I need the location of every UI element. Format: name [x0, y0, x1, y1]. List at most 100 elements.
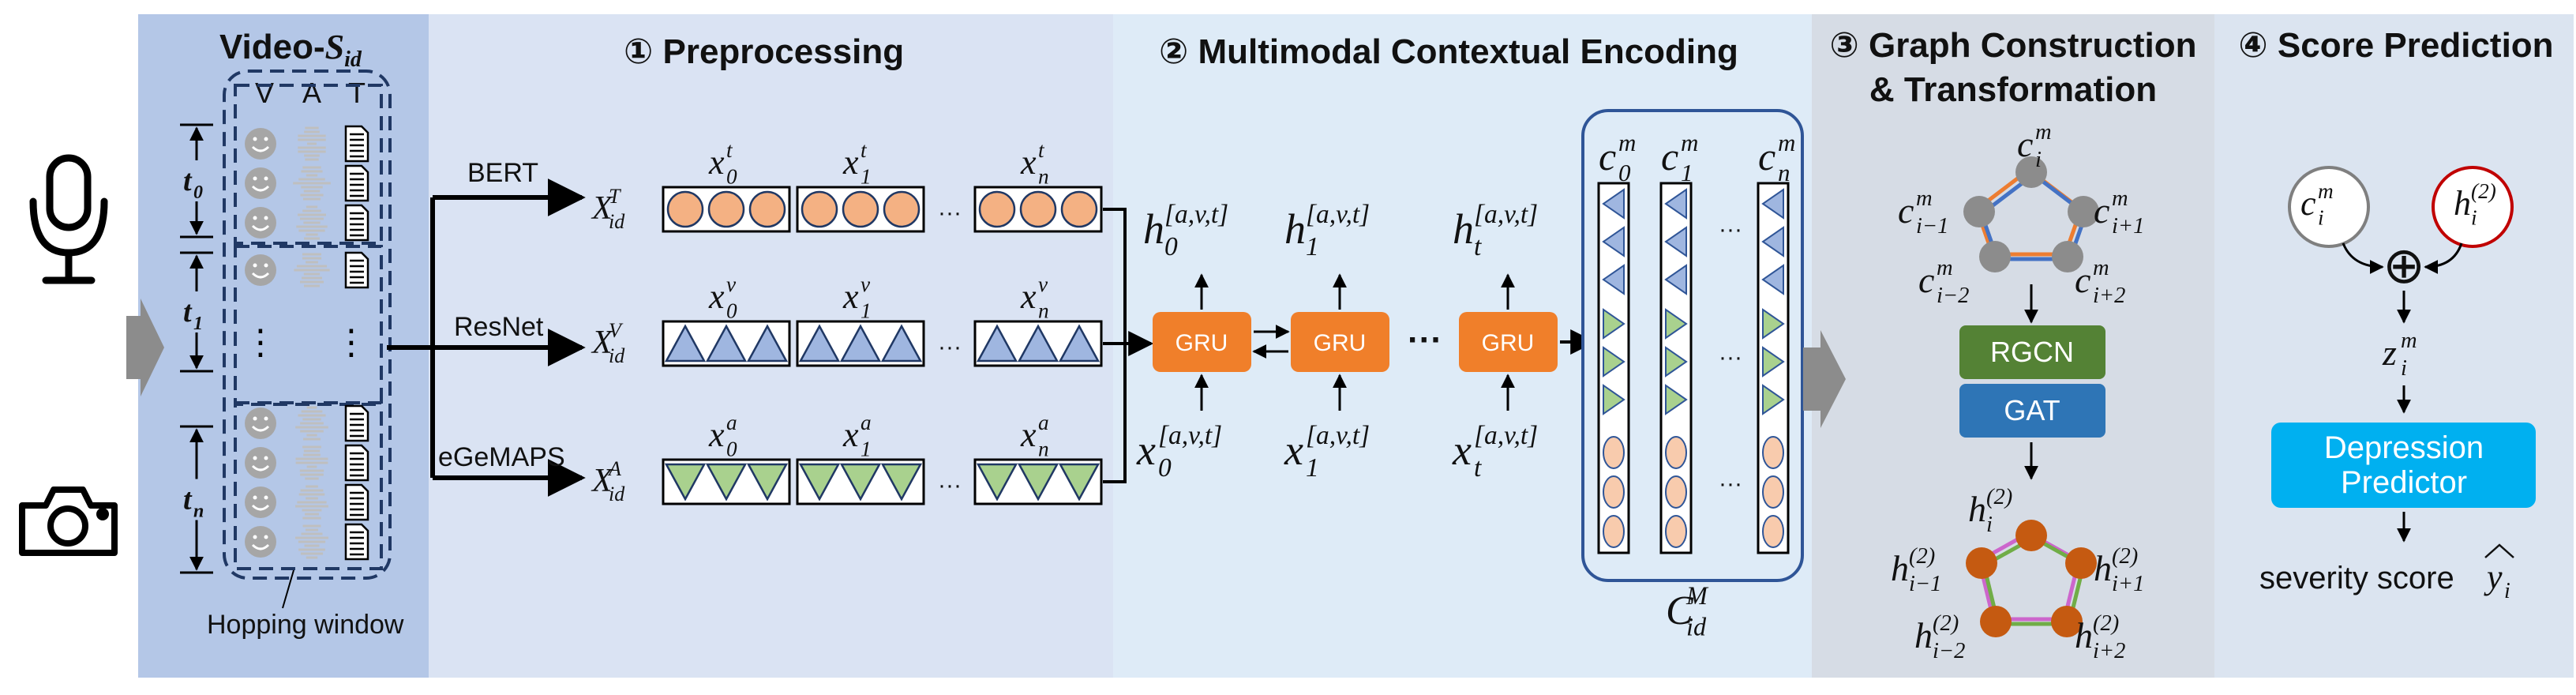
svg-text:a: a [1038, 411, 1049, 434]
score-h-label: h(2)i [2454, 179, 2496, 229]
svg-text:0: 0 [193, 182, 203, 203]
svg-text:i−2: i−2 [1933, 639, 1965, 663]
extractor-resnet: ResNet [454, 312, 544, 342]
svg-text:c: c [2075, 260, 2090, 300]
document-icon [344, 483, 369, 521]
svg-text:i: i [2401, 356, 2407, 381]
svg-text:t: t [726, 138, 733, 162]
svg-text:m: m [1916, 186, 1933, 211]
svg-text:id: id [609, 344, 625, 367]
svg-text:h: h [2075, 615, 2093, 656]
svg-text:h: h [2454, 184, 2471, 223]
transformed-node-label-i−1: h(2)i−1 [1891, 544, 1941, 596]
svg-text:0: 0 [1618, 159, 1631, 186]
document-icon [344, 523, 369, 561]
svg-text:1: 1 [1681, 159, 1693, 186]
svg-text:[a,v,t]: [a,v,t] [1158, 421, 1222, 450]
modality-letter-t: T [348, 77, 366, 109]
transformed-graph [1966, 520, 2097, 637]
svg-text:t: t [183, 164, 193, 197]
svg-text:z: z [2382, 332, 2397, 373]
svg-text:C: C [1666, 588, 1694, 633]
modality-letter-v: V [255, 77, 274, 109]
document-icon [344, 204, 369, 242]
score-input-h-node [2432, 166, 2514, 248]
svg-text:v: v [726, 272, 737, 296]
svg-text:m: m [2035, 120, 2052, 145]
svg-text:h: h [1891, 548, 1909, 588]
transformed-node-i+1 [2065, 547, 2097, 579]
svg-text:x: x [708, 143, 725, 182]
svg-text:m: m [2112, 186, 2128, 211]
svg-text:0: 0 [1164, 232, 1178, 261]
microphone-icon [29, 154, 108, 284]
svg-text:h: h [1914, 615, 1933, 656]
svg-text:[a,v,t]: [a,v,t] [1164, 200, 1228, 229]
face-icon [245, 526, 276, 558]
svg-text:m: m [1618, 129, 1636, 156]
svg-text:i+2: i+2 [2093, 284, 2125, 308]
extractor-branches [387, 178, 586, 497]
hidden-state-1: h[a,v,t]1 [1284, 200, 1370, 261]
context-dots: ··· [1719, 216, 1742, 242]
svg-text:x: x [1020, 415, 1037, 454]
svg-text:c: c [1599, 134, 1616, 178]
svg-text:h: h [1143, 205, 1164, 253]
gru-bidirectional-arrows [1252, 325, 1290, 359]
stage3-header-line2: & Transformation [1869, 70, 2157, 109]
waveform-icon [295, 524, 328, 559]
svg-text:id: id [1686, 613, 1707, 641]
context-matrix-container [1581, 109, 1804, 582]
score-panel [2214, 14, 2574, 678]
frame-dots: ··· [938, 200, 962, 226]
input-title: Video-Sid [219, 28, 362, 72]
concat-icon: ⊕ [2383, 237, 2425, 294]
context-column-0 [1597, 182, 1630, 554]
svg-text:(2): (2) [1986, 485, 2012, 509]
frame-dots: ··· [938, 334, 962, 360]
svg-text:c: c [2094, 190, 2109, 231]
stage4-header: ④ Score Prediction [2238, 26, 2553, 65]
gru-cell-1: GRU [1291, 273, 1389, 411]
face-icon [245, 447, 276, 479]
svg-text:id: id [609, 483, 625, 505]
svg-text:x: x [842, 415, 859, 454]
input-state-t: x[a,v,t]t [1452, 421, 1538, 483]
gru-dots: ··· [1408, 321, 1442, 359]
waveform-icon [296, 205, 328, 240]
svg-text:V: V [609, 319, 624, 342]
feature-frame-t-1 [796, 186, 925, 233]
svg-text:(2): (2) [1909, 544, 1935, 569]
svg-text:Depression: Depression [2324, 430, 2484, 465]
transformed-node-i−2 [1980, 606, 2012, 637]
svg-text:i: i [2504, 579, 2510, 603]
context-node-i+1 [2068, 196, 2099, 227]
svg-text:m: m [2401, 329, 2417, 353]
svg-text:m: m [2093, 256, 2109, 280]
svg-text:(2): (2) [2112, 544, 2138, 569]
svg-text:i+1: i+1 [2112, 572, 2144, 596]
svg-text:t: t [183, 295, 193, 329]
waveform-icon [295, 485, 328, 520]
svg-text:y: y [2484, 558, 2503, 596]
video-container [223, 70, 392, 580]
svg-text:x: x [1136, 426, 1156, 474]
svg-text:i−1: i−1 [1916, 214, 1948, 239]
modality-letter-a: A [302, 77, 321, 109]
svg-text:GRU: GRU [1314, 330, 1367, 356]
svg-text:x: x [708, 415, 725, 454]
hopping-window-n [234, 401, 383, 570]
svg-text:n: n [193, 502, 204, 522]
hopping-window-label: Hopping window [207, 610, 404, 640]
